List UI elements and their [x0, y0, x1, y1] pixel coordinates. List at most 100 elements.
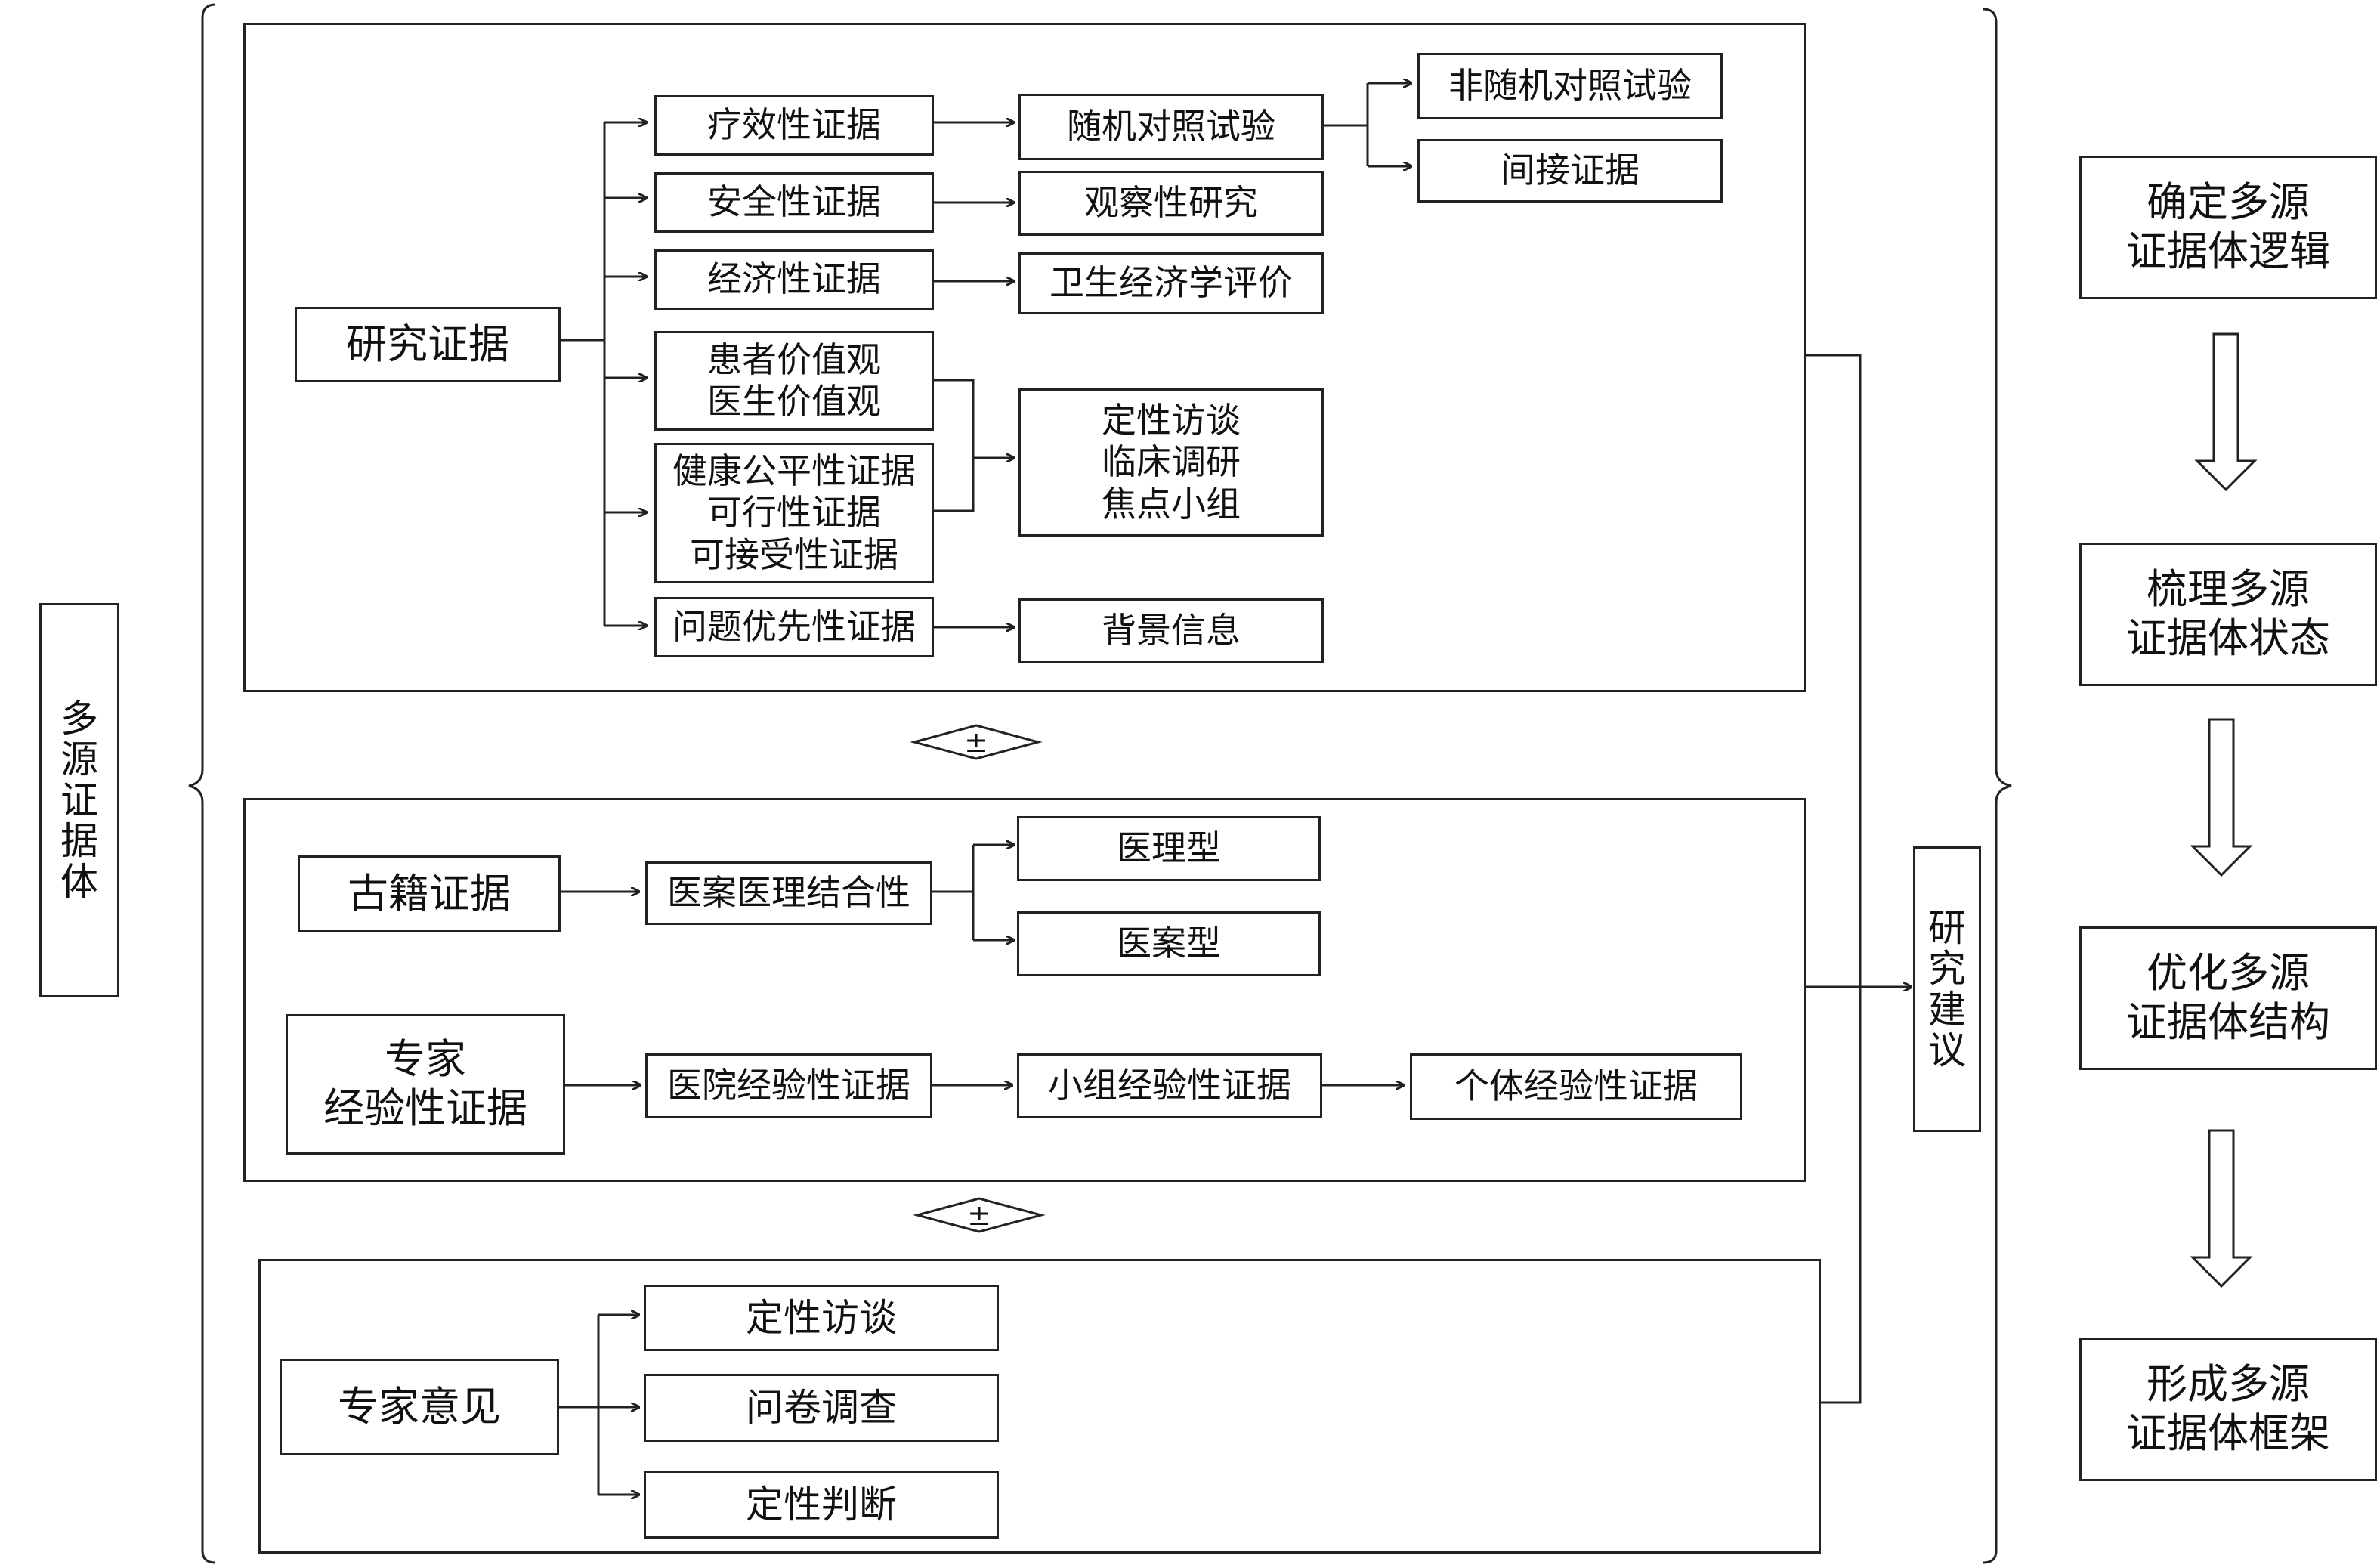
node-label: 观察性研究 [1084, 182, 1258, 224]
step-label-line: 梳理多源 [2147, 565, 2310, 614]
node-label: 医案型 [1117, 923, 1221, 964]
individual-experience-node: 个体经验性证据 [1410, 1053, 1742, 1120]
values-node: 患者价值观 医生价值观 [654, 331, 934, 431]
node-label-line: 健康公平性证据 [672, 450, 916, 492]
node-label: 经济性证据 [707, 258, 881, 300]
opinion-questionnaire-node: 问卷调查 [644, 1374, 999, 1442]
node-label: 个体经验性证据 [1454, 1065, 1698, 1107]
node-label: 安全性证据 [707, 181, 881, 223]
step-determine-logic: 确定多源 证据体逻辑 [2079, 156, 2377, 299]
step-label-line: 证据体框架 [2126, 1409, 2330, 1457]
expert-opinion-node: 专家意见 [280, 1359, 559, 1455]
node-label: 卫生经济学评价 [1049, 262, 1293, 304]
node-label-line: 经验性证据 [323, 1084, 527, 1132]
suggestion-char: 究 [1928, 947, 1966, 991]
classic-evidence-node: 古籍证据 [298, 855, 561, 932]
left-brace [188, 3, 216, 1564]
qualitative-methods-node: 定性访谈 临床调研 焦点小组 [1018, 388, 1324, 537]
node-label-line: 患者价值观 [707, 339, 881, 380]
node-label-line: 可接受性证据 [690, 533, 898, 575]
node-label: 非随机对照试验 [1448, 65, 1692, 107]
left-label-char: 据 [60, 819, 98, 863]
left-label-char: 多 [60, 697, 98, 741]
edge-values-equity-merge [934, 379, 1014, 512]
right-brace [1983, 8, 2012, 1564]
operator-symbol: ± [964, 725, 988, 759]
node-label: 小组经验性证据 [1048, 1065, 1291, 1106]
node-label: 专家意见 [338, 1382, 501, 1430]
node-label: 随机对照试验 [1067, 106, 1275, 147]
step-sort-state: 梳理多源 证据体状态 [2079, 543, 2377, 686]
efficacy-evidence-node: 疗效性证据 [654, 95, 934, 156]
edge-aggregate-suggestion [1806, 354, 1912, 1404]
expert-opinion-panel [258, 1259, 1821, 1554]
node-label-line: 定性访谈 [1102, 400, 1241, 441]
suggestion-char: 建 [1928, 988, 1966, 1031]
node-label: 疗效性证据 [707, 104, 881, 146]
step-label-line: 形成多源 [2147, 1360, 2310, 1409]
hollow-arrow-3 [2190, 1129, 2253, 1288]
opinion-trunk [558, 1315, 600, 1495]
node-label: 医案医理结合性 [667, 872, 910, 914]
safety-evidence-node: 安全性证据 [654, 172, 934, 233]
left-label-char: 体 [60, 860, 98, 904]
hollow-arrow-2 [2190, 718, 2253, 877]
opinion-interview-node: 定性访谈 [644, 1285, 999, 1351]
left-label-char: 证 [60, 778, 98, 822]
research-evidence-panel [243, 23, 1806, 692]
case-type-node: 医案型 [1017, 911, 1321, 976]
node-label: 研究证据 [346, 320, 509, 368]
step-label-line: 证据体状态 [2126, 614, 2330, 662]
node-label: 医理型 [1117, 827, 1221, 869]
suggestion-char: 议 [1928, 1028, 1966, 1072]
expert-experience-node: 专家 经验性证据 [286, 1014, 565, 1155]
case-theory-node: 医案医理结合性 [645, 861, 932, 925]
node-label-line: 可行性证据 [707, 492, 881, 533]
node-label-line: 医生价值观 [707, 381, 881, 422]
suggestion-char: 研 [1928, 906, 1966, 950]
step-optimize-structure: 优化多源 证据体结构 [2079, 926, 2377, 1070]
research-suggestion-node: 研 究 建 议 [1913, 846, 1981, 1132]
node-label: 背景信息 [1102, 610, 1241, 651]
operator-diamond-2 [913, 1197, 1046, 1233]
node-label: 医院经验性证据 [667, 1065, 910, 1106]
observational-node: 观察性研究 [1018, 171, 1324, 236]
node-label: 问卷调查 [746, 1386, 897, 1430]
non-rct-node: 非随机对照试验 [1417, 53, 1723, 119]
equity-feasibility-node: 健康公平性证据 可行性证据 可接受性证据 [654, 443, 934, 583]
background-info-node: 背景信息 [1018, 598, 1324, 663]
operator-diamond-1 [910, 724, 1043, 760]
node-label: 定性判断 [746, 1483, 897, 1526]
indirect-evidence-node: 间接证据 [1417, 139, 1723, 203]
step-label-line: 优化多源 [2147, 949, 2310, 997]
group-experience-node: 小组经验性证据 [1017, 1053, 1322, 1118]
research-evidence-node: 研究证据 [295, 307, 561, 382]
multi-source-evidence-label: 多 源 证 据 体 [39, 603, 119, 997]
node-label: 定性访谈 [746, 1296, 897, 1340]
research-trunk [559, 122, 606, 626]
priority-evidence-node: 问题优先性证据 [654, 597, 934, 657]
hollow-arrow-1 [2194, 332, 2258, 492]
node-label: 间接证据 [1501, 150, 1640, 191]
classic-expert-panel [243, 798, 1806, 1182]
node-label: 问题优先性证据 [672, 606, 916, 648]
theory-type-node: 医理型 [1017, 816, 1321, 881]
node-label-line: 专家 [385, 1035, 466, 1084]
step-label-line: 确定多源 [2147, 178, 2310, 227]
step-label-line: 证据体逻辑 [2126, 227, 2330, 275]
node-label-line: 焦点小组 [1102, 483, 1241, 524]
hospital-experience-node: 医院经验性证据 [645, 1053, 932, 1118]
opinion-judgment-node: 定性判断 [644, 1471, 999, 1539]
rct-node: 随机对照试验 [1018, 94, 1324, 160]
health-econ-node: 卫生经济学评价 [1018, 252, 1324, 314]
edge-rct-split [1322, 83, 1369, 166]
economic-evidence-node: 经济性证据 [654, 249, 934, 310]
operator-symbol: ± [967, 1198, 991, 1232]
edge-casetheory-split [931, 845, 975, 940]
step-form-framework: 形成多源 证据体框架 [2079, 1338, 2377, 1481]
step-label-line: 证据体结构 [2126, 998, 2330, 1046]
node-label: 古籍证据 [348, 869, 511, 917]
node-label-line: 临床调研 [1102, 441, 1241, 483]
